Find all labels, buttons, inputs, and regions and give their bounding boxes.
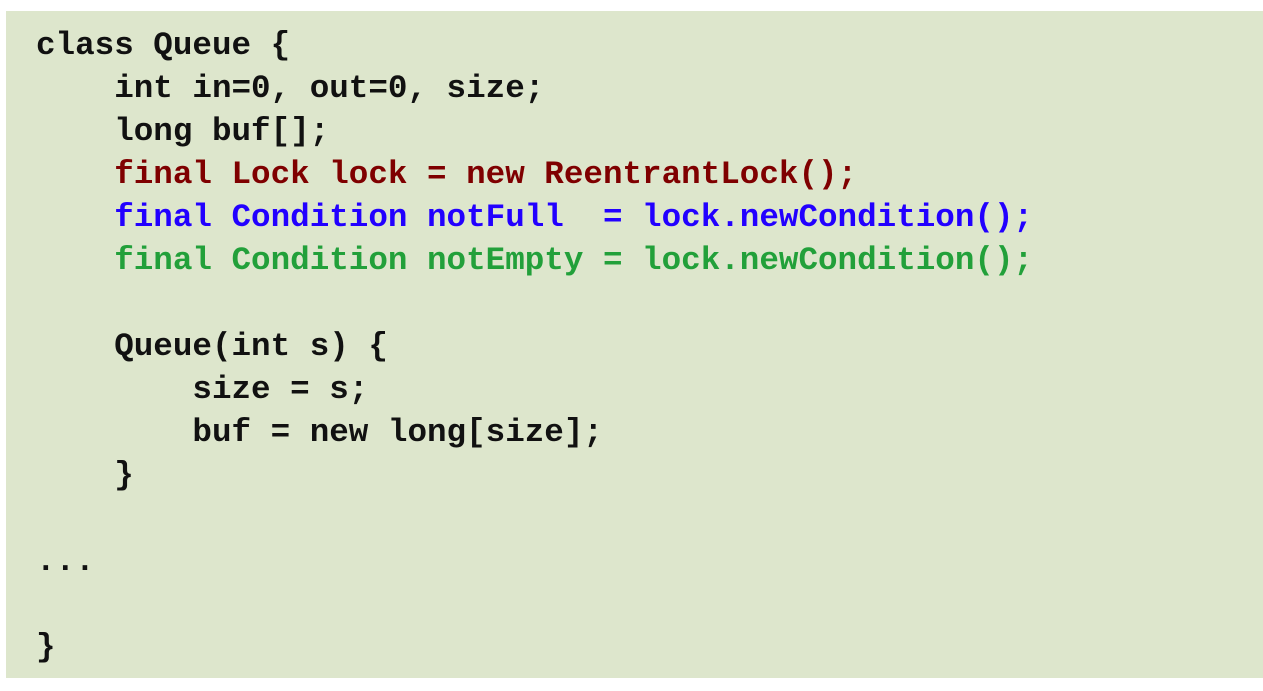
code-line: class Queue { — [36, 27, 291, 64]
code-line: size = s; — [36, 371, 369, 408]
code-line: } — [36, 457, 134, 494]
code-block: class Queue { int in=0, out=0, size; lon… — [6, 11, 1263, 678]
code-line: int in=0, out=0, size; — [36, 70, 545, 107]
code-line: final Condition notFull = lock.newCondit… — [36, 199, 1034, 236]
code-line: final Lock lock = new ReentrantLock(); — [36, 156, 858, 193]
code-line: buf = new long[size]; — [36, 414, 603, 451]
code-listing: class Queue { int in=0, out=0, size; lon… — [36, 24, 1033, 669]
code-line: ... — [36, 543, 95, 580]
code-line: Queue(int s) { — [36, 328, 388, 365]
code-line: } — [36, 629, 56, 666]
code-line — [36, 497, 1033, 540]
code-line: long buf[]; — [36, 113, 330, 150]
code-line: final Condition notEmpty = lock.newCondi… — [36, 242, 1034, 279]
code-line — [36, 583, 1033, 626]
code-line — [36, 282, 1033, 325]
